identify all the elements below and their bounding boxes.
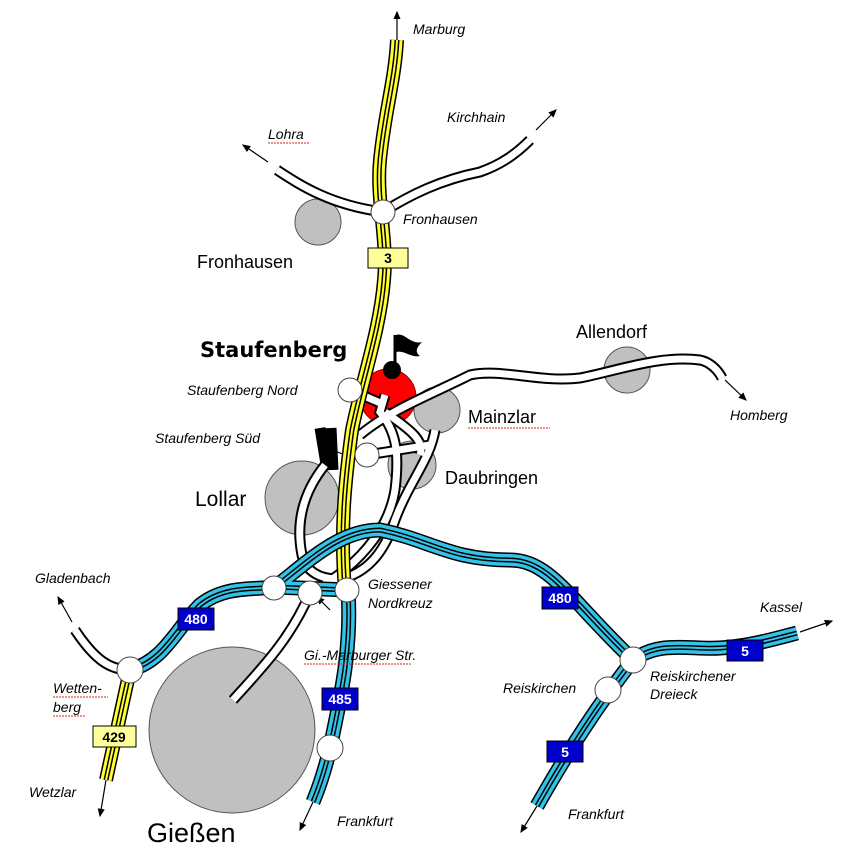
svg-text:480: 480: [184, 611, 208, 627]
label-giessener: Giessener: [368, 576, 433, 592]
junction-reiskirchener-dreieck: [619, 646, 647, 674]
svg-text:485: 485: [328, 691, 352, 707]
interchanges: [116, 199, 647, 762]
shield-a5-east: 5: [726, 639, 764, 662]
flag-icon: [383, 334, 422, 379]
shield-a5-south: 5: [546, 740, 584, 763]
label-town-allendorf: Allendorf: [576, 322, 648, 342]
junction-wettenberg: [116, 656, 144, 684]
shield-a480-east: 480: [541, 586, 579, 610]
label-town-mainzlar: Mainzlar: [468, 407, 536, 427]
shield-b429: 429: [92, 725, 137, 748]
labels: Marburg Lohra Kirchhain Fronhausen Fronh…: [29, 21, 803, 848]
label-dreieck: Dreieck: [650, 686, 698, 702]
junction-staufenberg-nord: [337, 377, 363, 403]
svg-text:480: 480: [548, 590, 572, 606]
label-berg: berg: [53, 699, 81, 715]
shield-a485: 485: [321, 687, 359, 711]
label-wetzlar: Wetzlar: [29, 784, 78, 800]
label-lohra: Lohra: [268, 126, 304, 142]
shield-b3: 3: [367, 247, 409, 269]
label-frankfurt-a5: Frankfurt: [568, 806, 625, 822]
federal-roads: [99, 39, 404, 782]
label-gladenbach: Gladenbach: [35, 570, 111, 586]
junction-a485: [316, 734, 344, 762]
road-shields: 3 480 480 485 5 5 429: [92, 247, 764, 763]
label-town-lollar: Lollar: [195, 488, 246, 511]
svg-text:5: 5: [741, 643, 749, 659]
label-reiskirchener: Reiskirchener: [650, 668, 737, 684]
label-gi-marburger-str: Gi.-Marburger Str.: [304, 647, 416, 663]
junction-giessener-nordkreuz: [334, 577, 360, 603]
label-wetten: Wetten-: [53, 680, 102, 696]
label-reiskirchen: Reiskirchen: [503, 680, 576, 696]
shield-a480-west: 480: [177, 607, 215, 631]
label-frankfurt-a485: Frankfurt: [337, 813, 394, 829]
label-staufenberg-nord: Staufenberg Nord: [187, 382, 299, 398]
label-kirchhain: Kirchhain: [447, 109, 506, 125]
local-roads: [70, 136, 727, 704]
junction-a480-west: [261, 575, 287, 601]
junction-reiskirchen: [594, 676, 622, 704]
junction-gi-marburger: [297, 580, 323, 606]
svg-text:3: 3: [384, 250, 392, 266]
label-junction-fronhausen: Fronhausen: [403, 211, 478, 227]
label-nordkreuz: Nordkreuz: [368, 595, 433, 611]
label-town-fronhausen: Fronhausen: [197, 252, 293, 272]
label-kassel: Kassel: [760, 599, 803, 615]
label-marburg: Marburg: [413, 21, 465, 37]
label-town-daubringen: Daubringen: [445, 468, 538, 488]
junction-staufenberg-sued: [354, 442, 380, 468]
label-town-giessen: Gießen: [147, 818, 236, 848]
label-town-staufenberg: Staufenberg: [200, 338, 347, 362]
svg-text:429: 429: [102, 729, 126, 745]
label-homberg: Homberg: [730, 407, 788, 423]
junction-fronhausen: [370, 199, 396, 225]
town-area-giessen: [148, 646, 316, 814]
label-staufenberg-sued: Staufenberg Süd: [155, 430, 261, 446]
svg-text:5: 5: [561, 744, 569, 760]
